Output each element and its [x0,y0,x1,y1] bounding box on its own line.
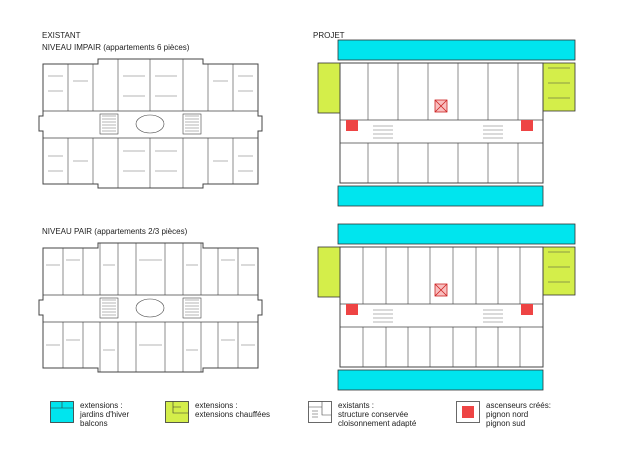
legend-cyan-line-3: balcons [80,419,108,428]
elevator-red-left [346,120,358,131]
legend-text-cyan: extensions : jardins d'hiver balcons [80,401,129,428]
floorplan-existant-impair [38,58,263,189]
legend-cyan-line-1: extensions : [80,401,123,410]
legend-red-line-2: pignon nord [486,410,529,419]
legend-swatch-cyan [50,401,74,423]
legend-text-red: ascenseurs créés: pignon nord pignon sud [486,401,551,428]
legend-text-existing: existants : structure conservée cloisonn… [338,401,416,428]
floorplan-projet-pair [317,223,576,391]
elevator-red-right [521,120,533,131]
legend-swatch-red [456,401,480,423]
elevator-red-left [346,304,358,315]
legend-existing-line-1: existants : [338,401,375,410]
legend-item-cyan: extensions : jardins d'hiver balcons [50,401,170,437]
floorplan-projet-impair [317,39,576,207]
legend-swatch-green [165,401,189,423]
green-extension-left [317,246,341,298]
floorplan-existant-pair [38,242,263,373]
legend-green-line-2: extensions chauffées [195,410,271,419]
legend-existing-line-2: structure conservée [338,410,409,419]
green-extension-left [317,62,341,114]
heading-existant: EXISTANT [42,31,81,40]
legend-swatch-existing [308,401,332,423]
legend-red-line-1: ascenseurs créés: [486,401,551,410]
cyan-extension-bottom [337,185,544,207]
heading-niveau-impair: NIVEAU IMPAIR (appartements 6 pièces) [42,43,190,52]
heading-projet: PROJET [313,31,345,40]
legend-red-line-3: pignon sud [486,419,526,428]
cyan-extension-top [337,39,576,61]
elevator-red-right [521,304,533,315]
green-extension-right [542,62,576,112]
heading-niveau-pair: NIVEAU PAIR (appartements 2/3 pièces) [42,227,188,236]
cyan-extension-top [337,223,576,245]
cyan-extension-bottom [337,369,544,391]
green-extension-right [542,246,576,296]
legend-item-green: extensions : extensions chauffées [165,401,295,437]
legend-cyan-line-2: jardins d'hiver [80,410,130,419]
legend-text-green: extensions : extensions chauffées [195,401,270,419]
legend-green-line-1: extensions : [195,401,238,410]
legend-item-red: ascenseurs créés: pignon nord pignon sud [456,401,586,437]
legend-item-existing: existants : structure conservée cloisonn… [308,401,438,437]
legend-existing-line-3: cloisonnement adapté [338,419,417,428]
